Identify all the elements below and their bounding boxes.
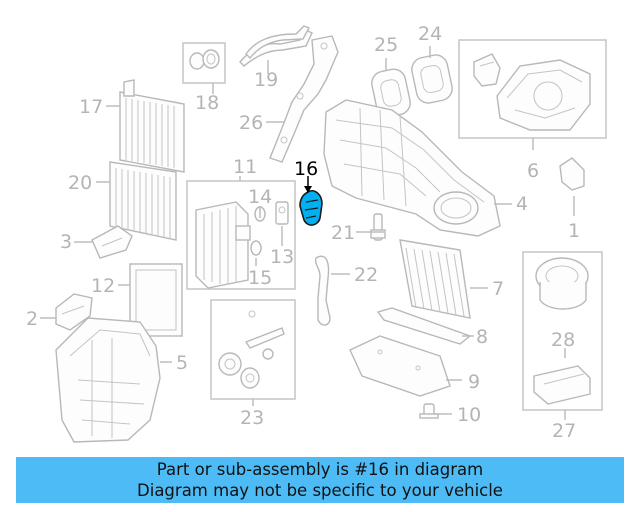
part-11-core — [195, 201, 251, 289]
label-14: 14 — [248, 186, 272, 208]
part-7-filter — [399, 239, 471, 319]
banner-line-2: Diagram may not be specific to your vehi… — [137, 481, 503, 500]
part-17-heater-core — [119, 79, 185, 173]
part-25-seal — [371, 68, 411, 118]
label-7: 7 — [492, 278, 504, 300]
label-27: 27 — [552, 420, 576, 442]
part-6-housing — [473, 53, 591, 131]
banner-line-1: Part or sub-assembly is #16 in diagram — [156, 460, 484, 479]
part-4-hvac-case — [323, 99, 501, 237]
label-11: 11 — [233, 156, 257, 178]
label-23: 23 — [240, 407, 264, 429]
part-24-seal — [411, 54, 453, 104]
label-9: 9 — [468, 371, 480, 393]
group-box-27 — [522, 251, 603, 411]
part-2-sensor — [55, 293, 93, 331]
part-23-parts — [218, 310, 285, 389]
label-2: 2 — [26, 308, 38, 330]
part-28-blower — [535, 257, 589, 310]
part-21-fitting — [370, 213, 386, 241]
label-8: 8 — [476, 326, 488, 348]
parts-diagram: 17 18 19 26 25 24 6 11 16 20 14 4 3 21 1… — [26, 23, 607, 443]
group-box-18 — [182, 42, 226, 84]
label-15: 15 — [248, 267, 272, 289]
part-16-highlighted — [299, 189, 323, 226]
label-24: 24 — [418, 23, 442, 45]
part-22-hose — [314, 255, 331, 326]
label-5: 5 — [176, 352, 188, 374]
label-22: 22 — [354, 264, 378, 286]
part-26-bracket — [269, 35, 339, 163]
part-18-clips — [189, 49, 220, 70]
part-5-lower-housing — [55, 317, 161, 443]
part-1-sensor — [559, 157, 585, 191]
part-15-oring — [250, 240, 262, 256]
part-19-hoses — [239, 25, 313, 67]
info-banner: Part or sub-assembly is #16 in diagram D… — [16, 457, 624, 503]
label-3: 3 — [60, 231, 72, 253]
label-10: 10 — [457, 404, 481, 426]
label-25: 25 — [374, 34, 398, 56]
part-27-module — [533, 365, 591, 405]
part-10-screw — [419, 403, 439, 419]
label-18: 18 — [195, 92, 219, 114]
group-box-11 — [186, 180, 296, 290]
part-13-valve — [275, 201, 289, 225]
part-8-strip — [376, 307, 472, 345]
label-16: 16 — [294, 158, 318, 180]
label-17: 17 — [79, 96, 103, 118]
label-4: 4 — [516, 193, 528, 215]
leader-lines — [40, 46, 575, 420]
label-21: 21 — [331, 222, 355, 244]
part-9-plate — [349, 335, 451, 397]
label-12: 12 — [91, 275, 115, 297]
label-13: 13 — [270, 246, 294, 268]
label-1: 1 — [568, 220, 580, 242]
part-20-evaporator — [109, 161, 177, 241]
label-19: 19 — [254, 69, 278, 91]
label-20: 20 — [68, 172, 92, 194]
label-28: 28 — [551, 329, 575, 351]
label-6: 6 — [527, 160, 539, 182]
part-3-actuator — [91, 225, 133, 259]
label-26: 26 — [239, 112, 263, 134]
